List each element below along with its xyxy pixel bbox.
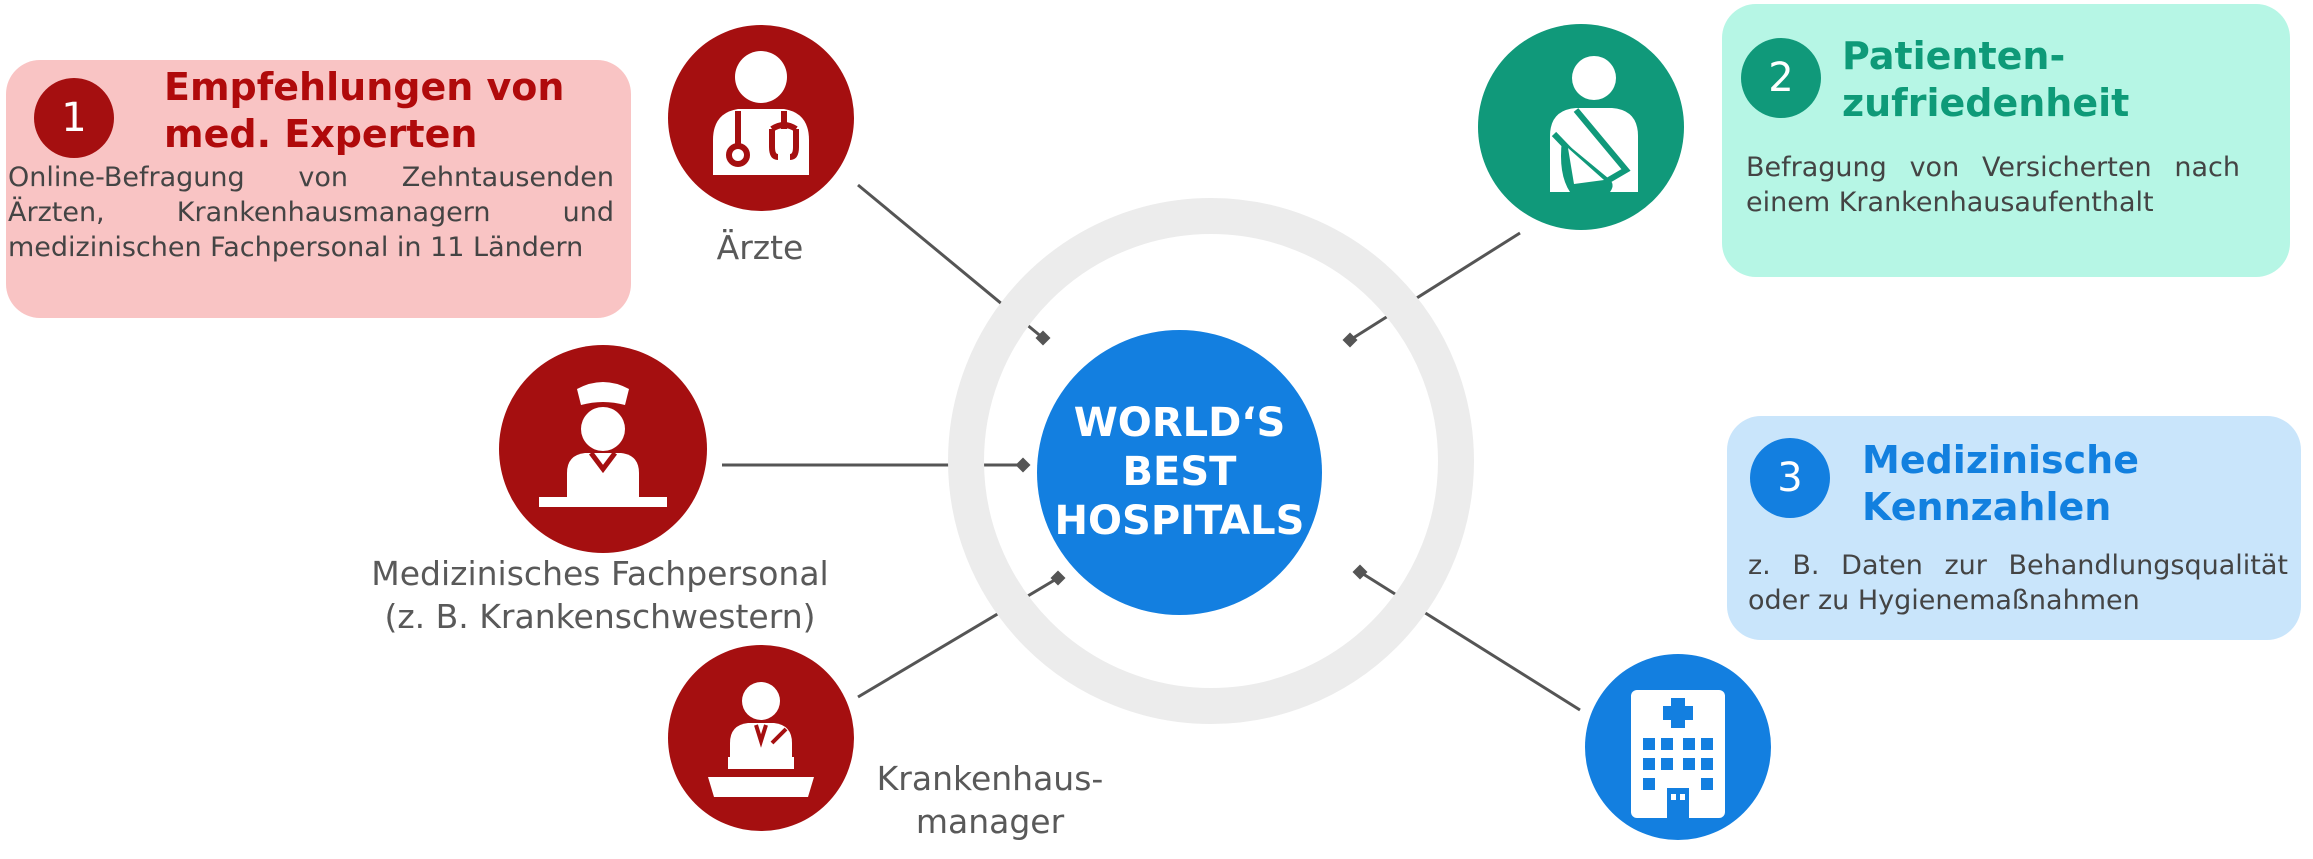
panel-1-number: 1 xyxy=(34,78,114,158)
center-circle: WORLD‘S BEST HOSPITALS xyxy=(1037,330,1322,615)
panel-2-number: 2 xyxy=(1741,38,1821,118)
doctor-caption: Ärzte xyxy=(660,226,860,269)
manager-caption: Krankenhaus- manager xyxy=(850,757,1130,843)
panel-3-title: Medizinische Kennzahlen xyxy=(1862,437,2292,531)
panel-medical-metrics xyxy=(1727,416,2301,640)
center-title-line-2: BEST xyxy=(1122,449,1237,495)
center-title-line-1: WORLD‘S xyxy=(1073,400,1286,446)
nurse-caption-line-1: Medizinisches Fachpersonal xyxy=(371,554,829,593)
panel-3-number: 3 xyxy=(1750,438,1830,518)
panel-2-title: Patienten- zufriedenheit xyxy=(1842,33,2282,127)
panel-1-title-line-1: Empfehlungen von xyxy=(164,65,565,109)
panel-1-title-line-2: med. Experten xyxy=(164,112,478,156)
panel-1-title: Empfehlungen von med. Experten xyxy=(164,64,624,158)
center-title-line-3: HOSPITALS xyxy=(1054,498,1305,544)
panel-3-description: z. B. Daten zur Behandlungsqualität oder… xyxy=(1748,550,2288,616)
panel-3-title-line-2: Kennzahlen xyxy=(1862,485,2112,529)
panel-2-title-line-2: zufriedenheit xyxy=(1842,81,2130,125)
panel-1-description: Online-Befragung von Zehntausenden Ärzte… xyxy=(8,162,614,263)
doctor-caption-line-1: Ärzte xyxy=(716,228,804,267)
doctor-icon xyxy=(668,25,854,211)
panel-3-title-line-1: Medizinische xyxy=(1862,438,2140,482)
manager-icon xyxy=(668,645,854,831)
manager-caption-line-2: manager xyxy=(915,802,1065,841)
panel-2-title-line-1: Patienten- xyxy=(1842,34,2066,78)
nurse-caption-line-2: (z. B. Krankenschwestern) xyxy=(384,597,816,636)
panel-2-description: Befragung von Versicherten nach einem Kr… xyxy=(1746,152,2240,218)
nurse-icon xyxy=(499,345,707,553)
manager-caption-line-1: Krankenhaus- xyxy=(876,759,1104,798)
hospital-building-icon xyxy=(1585,654,1771,840)
panel-patient-satisfaction xyxy=(1722,4,2290,277)
nurse-caption: Medizinisches Fachpersonal (z. B. Kranke… xyxy=(320,552,880,638)
patient-icon xyxy=(1478,24,1684,230)
